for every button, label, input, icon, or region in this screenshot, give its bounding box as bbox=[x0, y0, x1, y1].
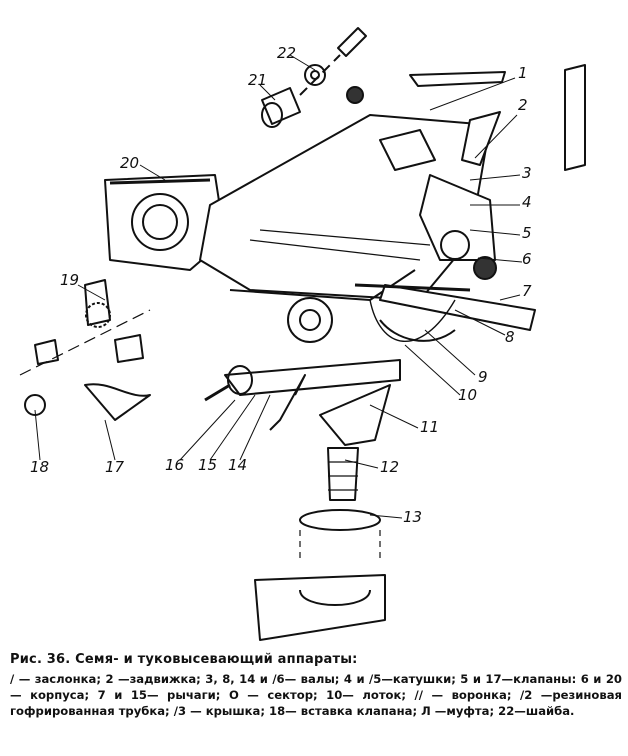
label-14: 14 bbox=[228, 456, 247, 474]
label-16: 16 bbox=[165, 456, 184, 474]
label-12: 12 bbox=[380, 458, 399, 476]
label-4: 4 bbox=[522, 193, 532, 211]
label-18: 18 bbox=[30, 458, 49, 476]
exploded-diagram: 1 2 3 4 5 6 7 8 9 10 11 12 13 14 15 16 1… bbox=[19, 27, 586, 641]
label-6: 6 bbox=[522, 250, 532, 268]
label-11: 11 bbox=[420, 418, 439, 436]
part-labels: 1 2 3 4 5 6 7 8 9 10 11 12 13 14 15 16 1… bbox=[30, 44, 532, 526]
label-22: 22 bbox=[277, 44, 296, 62]
label-17: 17 bbox=[105, 458, 125, 476]
label-8: 8 bbox=[505, 328, 515, 346]
caption-title: Рис. 36. Семя- и туковысевающий аппараты… bbox=[10, 652, 358, 667]
label-2: 2 bbox=[518, 96, 528, 114]
label-19: 19 bbox=[60, 271, 79, 289]
label-3: 3 bbox=[522, 164, 532, 182]
label-5: 5 bbox=[522, 224, 532, 242]
caption-legend: / — заслонка; 2 —задвижка; 3, 8, 14 и /6… bbox=[10, 672, 622, 718]
label-7: 7 bbox=[522, 282, 532, 300]
label-20: 20 bbox=[120, 154, 139, 172]
label-13: 13 bbox=[403, 508, 422, 526]
label-1: 1 bbox=[518, 64, 528, 82]
label-21: 21 bbox=[248, 71, 267, 89]
label-15: 15 bbox=[198, 456, 217, 474]
figure-caption: Рис. 36. Семя- и туковысевающий аппараты… bbox=[10, 652, 622, 719]
label-10: 10 bbox=[458, 386, 477, 404]
label-9: 9 bbox=[478, 368, 488, 386]
drawing bbox=[19, 27, 586, 641]
